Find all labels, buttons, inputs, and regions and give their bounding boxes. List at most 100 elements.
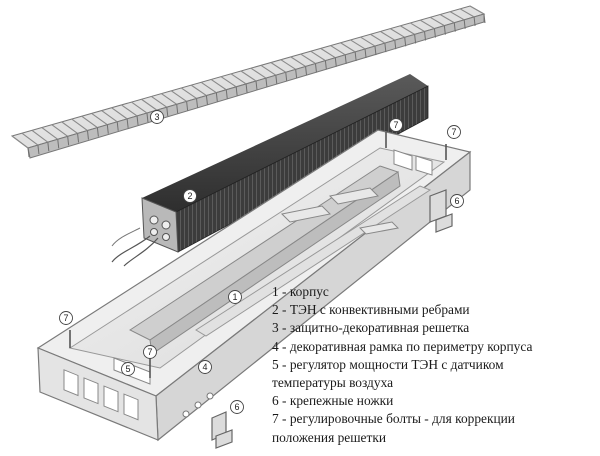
callout-2-label: 2 [187, 191, 192, 201]
callout-4-label: 4 [202, 362, 207, 372]
grille-slat-edge [67, 136, 70, 146]
grille-slat [280, 59, 296, 70]
grille-slat [320, 47, 336, 59]
mounting-legs [211, 189, 453, 449]
grille-slat-edge [344, 54, 347, 64]
grille-slat [31, 129, 49, 143]
grille-slat-edge [324, 60, 327, 70]
grille-slat-edge [176, 104, 179, 114]
grille-slat-edge [305, 66, 308, 76]
grille-slat [370, 33, 386, 44]
callout-7a-label: 7 [393, 120, 398, 130]
callout-3-circle [150, 110, 164, 124]
grille-slat-edge [57, 139, 60, 149]
grille-slat-edge [37, 145, 40, 155]
callout-7c-label: 7 [63, 313, 68, 323]
parts-legend: 1 - корпус 2 - ТЭН с конвективными ребра… [272, 283, 598, 447]
grille-slat [51, 124, 68, 137]
heater-with-fins [111, 74, 429, 267]
grille-slat [161, 93, 178, 105]
grille-slat-edge [86, 130, 89, 140]
legend-item-5-continuation: температуры воздуха [272, 375, 394, 391]
grille-slat [400, 25, 415, 35]
grille-slat-edge [275, 75, 278, 85]
callout-6a-circle [450, 194, 464, 208]
legend-item-1: 1 - корпус [272, 284, 329, 299]
grille-slat-edge [473, 16, 476, 26]
grille-slat-edge [285, 72, 288, 82]
grille-slat [41, 127, 59, 140]
grille-slat-edge [196, 98, 199, 108]
grille-slat [240, 70, 257, 82]
grille-slat [390, 28, 405, 38]
callout-7c-circle [59, 311, 73, 325]
decorative-grille [10, 5, 486, 159]
legend-item-4: 4 - декоративная рамка по периметру корп… [272, 338, 533, 354]
grille-slat-edge [265, 78, 268, 88]
grille-slat-edge [126, 118, 129, 128]
grille-slat [380, 30, 396, 41]
grille-slat [210, 79, 227, 91]
callout-5-circle [121, 362, 135, 376]
grille-slat [419, 19, 435, 30]
grille-slat [200, 81, 217, 94]
grille-slat-edge [47, 142, 50, 152]
grille-slat-edge [453, 22, 456, 32]
grille-slat-edge [443, 25, 446, 35]
grille-slat [101, 110, 118, 123]
grille-slat [141, 98, 158, 111]
callout-6b-circle [230, 400, 244, 414]
housing-body [36, 129, 472, 442]
grille-slat [121, 104, 138, 117]
callout-6a-label: 6 [454, 196, 459, 206]
grille-slat [91, 112, 108, 126]
grille-slat-edge [483, 13, 486, 24]
grille-slat-edge [374, 45, 377, 56]
grille-slat-edge [146, 112, 149, 123]
grille-slat-edge [96, 127, 99, 137]
callout-5-label: 5 [125, 364, 130, 374]
grille-slat-edge [384, 43, 387, 53]
adjusting-bolts [69, 132, 447, 378]
grille-slat-edge [394, 40, 397, 50]
grille-slat [250, 67, 267, 79]
legend-item-7-continuation: положения решетки [272, 429, 387, 445]
grille-slat [429, 16, 445, 27]
grille-slat [260, 64, 277, 76]
grille-slat [180, 87, 197, 99]
callout-7b-label: 7 [451, 127, 456, 137]
grille-slat-edge [225, 89, 228, 99]
grille-slat-edge [166, 107, 169, 117]
callout-2-circle [183, 189, 197, 203]
callout-1-label: 1 [232, 292, 237, 302]
grille-slat-edge [186, 101, 189, 111]
grille-slat [300, 53, 316, 64]
grille-slat-edge [463, 19, 466, 29]
grille-slat [71, 118, 88, 131]
grille-slat-edge [255, 80, 258, 91]
grille-slat-edge [77, 133, 80, 143]
grille-slat [11, 135, 29, 149]
callout-6b-label: 6 [234, 402, 239, 412]
callout-7d-label: 7 [147, 347, 152, 357]
grille-slat [220, 76, 237, 88]
grille-slat-edge [136, 115, 139, 126]
legend-item-6: 6 - крепежные ножки [272, 393, 394, 409]
grille-slat-edge [314, 63, 317, 73]
callout-7d-circle [143, 345, 157, 359]
grille-slat [469, 5, 485, 15]
grille-slat [409, 22, 425, 32]
callout-7a-circle [389, 118, 403, 132]
grille-slat-edge [215, 92, 218, 102]
grille-slat-edge [245, 83, 248, 93]
grille-slat-edge [116, 121, 119, 131]
grille-slat-edge [414, 34, 417, 44]
grille-slat [190, 84, 207, 97]
grille-slat [21, 132, 39, 146]
grille-slat [449, 11, 465, 21]
grille-slat [151, 95, 168, 108]
grille-slat [360, 36, 376, 47]
grille-slat [230, 73, 247, 85]
grille-slat-edge [433, 28, 436, 38]
